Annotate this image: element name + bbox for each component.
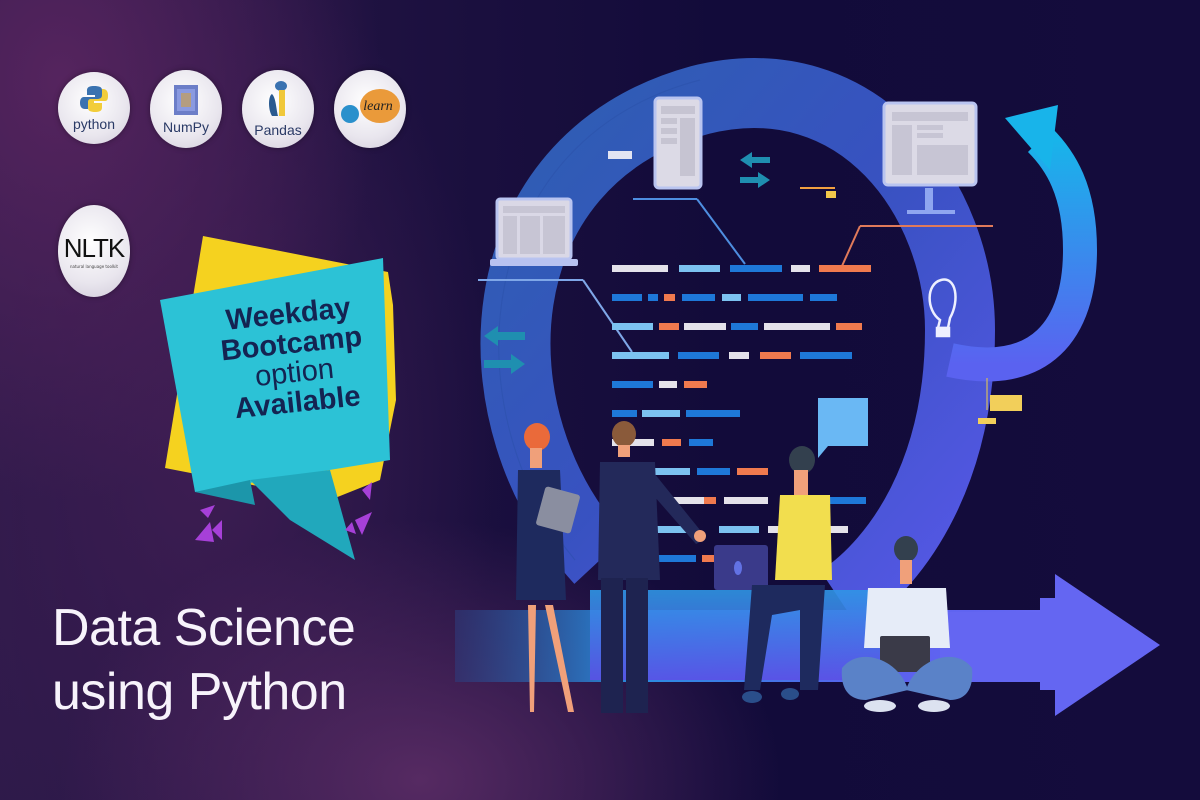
lightbulb-icon — [928, 278, 957, 338]
page-title: Data Science using Python — [52, 596, 356, 724]
man-sitting-cross-legged-with-laptop — [841, 536, 973, 712]
swap-arrows-icon — [484, 326, 525, 374]
numpy-icon — [174, 85, 198, 115]
confetti-icon — [195, 482, 372, 542]
logo-label: Pandas — [254, 122, 302, 138]
code-lines — [612, 265, 871, 562]
bar-chart-icon — [978, 378, 1022, 424]
swap-arrows-icon — [740, 152, 770, 188]
tablet-icon — [653, 96, 703, 190]
logo-label: learn — [363, 99, 393, 114]
python-icon — [80, 86, 108, 112]
chat-bubble-icon — [818, 398, 868, 458]
monitor-icon — [882, 101, 978, 214]
sklearn-icon — [341, 89, 400, 123]
cycle-arrow-icon — [946, 105, 1098, 382]
title-line-2: using Python — [52, 663, 347, 721]
bootcamp-badge — [160, 236, 396, 560]
laptop-icon — [490, 197, 578, 266]
man-standing — [598, 421, 706, 713]
logo-sublabel: natural language toolkit — [69, 264, 119, 269]
pandas-icon — [269, 81, 287, 116]
logo-label: python — [72, 116, 116, 132]
man-in-yellow-with-laptop — [714, 446, 832, 703]
numpy-logo: NumPy — [150, 70, 222, 148]
woman-with-tablet — [516, 423, 580, 712]
logo-label: NumPy — [163, 119, 209, 135]
title-line-1: Data Science — [52, 599, 356, 657]
bootcamp-badge-text: Weekday Bootcamp option Available — [192, 290, 393, 428]
python-logo: python — [58, 72, 130, 144]
pandas-logo: Pandas — [242, 70, 314, 148]
code-dash — [608, 151, 632, 159]
sklearn-logo: learn — [334, 70, 406, 148]
logo-label: NLTK — [63, 233, 126, 263]
nltk-logo: NLTK natural language toolkit — [58, 205, 130, 297]
